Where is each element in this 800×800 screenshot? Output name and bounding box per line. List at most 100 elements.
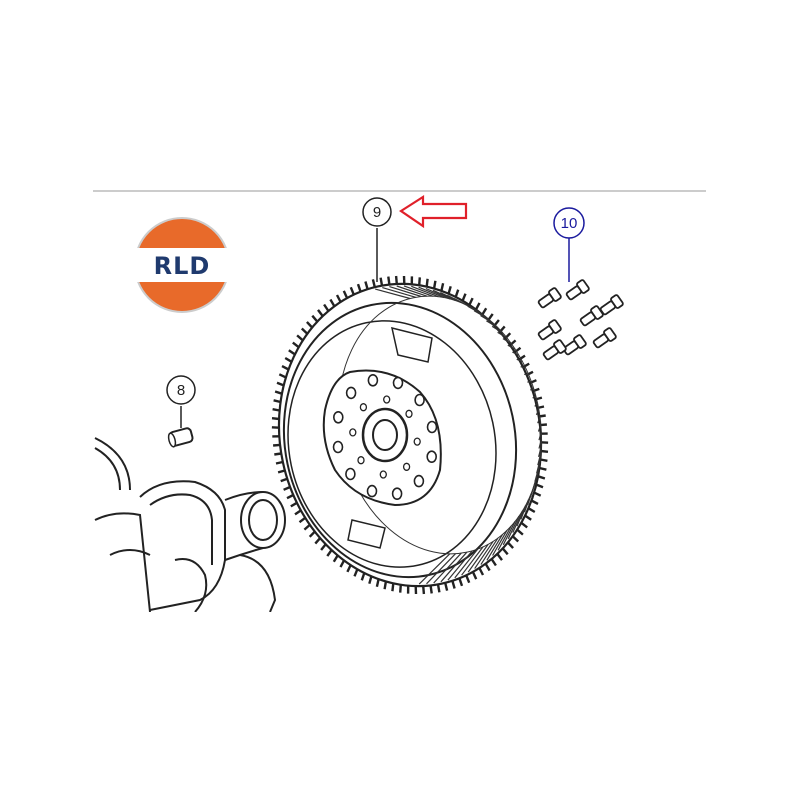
rim-slot [426, 553, 456, 585]
gear-tooth [290, 501, 298, 508]
rim-slot [411, 285, 439, 298]
gear-tooth [326, 549, 333, 557]
bolt-hole [357, 456, 365, 465]
gear-tooth [371, 279, 376, 288]
rim-slot [418, 286, 445, 299]
bolt-hole [379, 470, 387, 479]
rim-slot [425, 287, 451, 300]
rim-slot [447, 550, 473, 581]
ring-gear-teeth [271, 275, 549, 595]
gear-tooth [335, 294, 342, 303]
gear-tooth [276, 381, 285, 387]
rim-slot [461, 546, 484, 576]
gear-tooth [294, 509, 302, 516]
bolt-hole [405, 409, 413, 418]
bolt-hole [345, 386, 357, 400]
gear-tooth [539, 466, 547, 471]
gear-tooth [454, 289, 460, 298]
gear-tooth [511, 535, 520, 543]
rim-slot [480, 537, 499, 565]
rim-slot [454, 548, 479, 579]
rim-slot [396, 285, 428, 297]
gear-tooth [368, 575, 373, 585]
gear-tooth [383, 581, 388, 590]
flywheel [271, 275, 549, 595]
gear-tooth [399, 584, 402, 593]
bolt-hole [345, 467, 356, 481]
gear-tooth [461, 293, 467, 302]
gear-tooth [288, 349, 296, 356]
logo-text: RLD [154, 252, 211, 280]
gear-tooth [356, 283, 362, 293]
gear-tooth [514, 346, 522, 354]
rim-slot [512, 351, 520, 356]
gear-tooth [274, 390, 283, 395]
bolt [562, 334, 587, 356]
bolt-hole [392, 376, 404, 390]
gear-tooth [518, 354, 526, 361]
gear-tooth [277, 469, 286, 474]
rim-slot [486, 320, 499, 329]
bolt-hole [332, 410, 344, 424]
gear-tooth [300, 327, 309, 335]
gear-tooth [507, 541, 514, 549]
rim-slot [440, 551, 468, 583]
callout-10-label: 10 [561, 215, 578, 232]
gear-tooth [281, 365, 290, 371]
rim-slot [375, 288, 411, 300]
bolt-hole [383, 395, 391, 404]
rim-slot [535, 409, 540, 416]
gear-tooth [465, 574, 471, 584]
gear-tooth [379, 277, 384, 286]
rim-slot [467, 544, 489, 573]
callout-9[interactable]: 9 [362, 197, 392, 227]
rim-slot [480, 314, 494, 324]
gear-tooth [280, 477, 288, 483]
gear-tooth [468, 297, 474, 306]
callout-9-label: 9 [373, 204, 381, 221]
rim-slot [432, 289, 456, 302]
rim-slot [537, 424, 542, 432]
rim-slot [520, 499, 530, 520]
bolt-hole [414, 393, 425, 407]
callout-10[interactable]: 10 [553, 207, 585, 239]
gear-tooth [458, 577, 464, 587]
gear-tooth [349, 286, 355, 296]
gear-tooth [272, 443, 281, 447]
gear-tooth [425, 278, 429, 287]
rim-slot [520, 366, 526, 369]
rim-slot [497, 525, 512, 551]
gear-tooth [323, 303, 330, 312]
rim-slot [534, 402, 538, 407]
gear-tooth [451, 580, 456, 589]
rim-slot [516, 505, 527, 527]
gear-tooth [283, 485, 291, 491]
gear-tooth [496, 553, 503, 561]
gear-tooth [444, 582, 449, 591]
gear-tooth [530, 499, 539, 505]
gear-tooth [306, 321, 313, 329]
gear-tooth [317, 309, 324, 317]
gear-tooth [422, 585, 426, 595]
bolt [542, 339, 567, 361]
rim-slot [538, 445, 542, 458]
gear-tooth [273, 399, 281, 404]
rim-slot [538, 431, 542, 441]
bolt-hole [367, 373, 379, 387]
rim-slot [532, 394, 537, 399]
gear-tooth [440, 283, 445, 292]
gear-tooth [298, 516, 306, 524]
callout-8[interactable]: 8 [166, 375, 196, 405]
gear-tooth [272, 408, 280, 412]
rim-slot [502, 521, 516, 546]
bolt [565, 279, 590, 301]
gear-tooth [391, 583, 395, 592]
bolt-hole [426, 450, 438, 464]
gear-tooth [481, 307, 488, 316]
rim-slot [486, 534, 504, 561]
gear-tooth [332, 554, 339, 563]
bolt [599, 294, 624, 316]
bolt-hole [413, 474, 425, 488]
gear-tooth [509, 339, 517, 347]
rim-slot [512, 510, 523, 533]
